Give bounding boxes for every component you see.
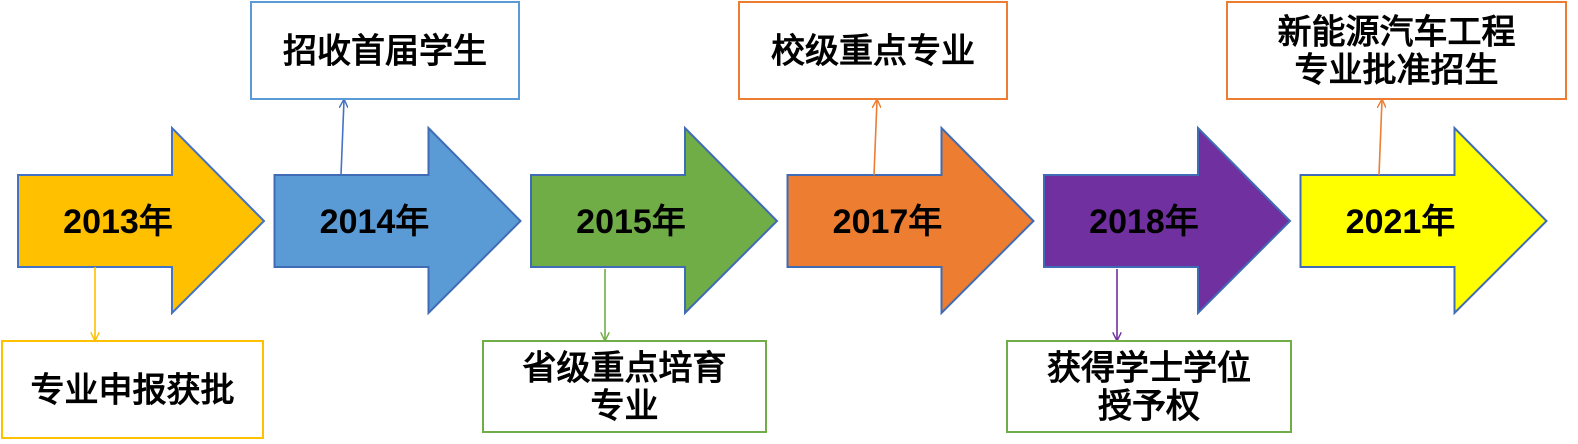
milestone-box-3 [738, 1, 1008, 100]
connector-line-3 [874, 100, 877, 176]
year-label-2: 2015年 [576, 203, 686, 241]
year-label-0: 2013年 [63, 203, 173, 241]
milestone-text-5-0: 新能源汽车工程 [1278, 13, 1516, 53]
milestone-text-4-0: 获得学士学位 [1047, 349, 1251, 389]
connectors-layer [95, 100, 1382, 340]
timeline-arrow-5 [1299, 125, 1548, 316]
year-label-3: 2017年 [833, 203, 943, 241]
timeline-arrow-1 [273, 125, 522, 316]
timeline-arrow-3 [786, 125, 1035, 316]
milestone-box-0 [1, 340, 264, 439]
milestone-box-1 [250, 1, 520, 100]
timeline-arrow-4 [1043, 125, 1292, 316]
timeline-arrow-2 [530, 125, 779, 316]
milestone-box-5 [1226, 1, 1567, 100]
milestone-box-2 [482, 340, 767, 433]
milestone-text-1-0: 招收首届学生 [283, 32, 487, 72]
milestone-text-3-0: 校级重点专业 [771, 32, 975, 72]
year-label-5: 2021年 [1346, 203, 1456, 241]
milestone-text-2-1: 专业 [591, 387, 659, 427]
milestone-text-2-0: 省级重点培育 [523, 349, 727, 389]
year-label-4: 2018年 [1089, 203, 1199, 241]
connector-line-1 [341, 100, 344, 176]
milestone-text-0-0: 专业申报获批 [31, 371, 235, 411]
milestone-text-4-1: 授予权 [1098, 387, 1200, 427]
milestone-box-4 [1006, 340, 1292, 433]
arrows-layer: 2013年 2014年 2015年 2017年 2018年 2021年 [17, 125, 1548, 316]
year-label-1: 2014年 [320, 203, 430, 241]
milestone-text-5-1: 专业批准招生 [1295, 51, 1499, 91]
timeline-arrow-0 [17, 125, 266, 316]
connector-line-5 [1379, 100, 1382, 176]
